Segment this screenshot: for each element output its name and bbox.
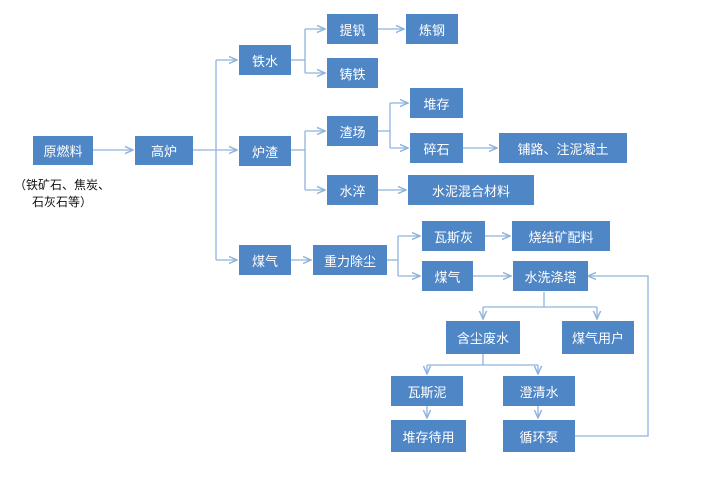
raw-fuel-note-line2: 石灰石等） [31,195,92,209]
node-raw-fuel: 原燃料 [33,136,93,165]
node-clarified-water: 澄清水 [503,376,575,406]
edge-pump-return [575,276,649,437]
node-dusty-wastewater: 含尘废水 [446,321,520,354]
raw-fuel-note-line1: （铁矿石、焦炭、 [13,178,110,192]
node-stored-for-use: 堆存待用 [391,420,466,452]
node-cast-iron: 铸铁 [327,58,378,88]
node-washing-tower: 水洗涤塔 [513,261,588,291]
node-furnace-slag: 炉渣 [239,136,291,166]
node-steelmaking: 炼钢 [406,14,458,44]
node-crushed-stone: 碎石 [410,133,463,163]
node-cement-material: 水泥混合材料 [408,175,534,205]
node-gas: 煤气 [239,245,291,275]
node-gas-2: 煤气 [422,261,473,291]
node-water-quench: 水淬 [327,175,378,205]
node-stockpile: 堆存 [410,88,463,118]
node-sinter-batching: 烧结矿配料 [512,221,610,251]
node-road-concrete: 铺路、注泥凝土 [499,133,627,163]
node-gas-sludge: 瓦斯泥 [391,376,463,406]
node-slag-yard: 渣场 [327,116,378,146]
node-circulation-pump: 循环泵 [503,420,575,452]
node-vanadium-extraction: 提钒 [327,14,378,44]
raw-fuel-note: （铁矿石、焦炭、 石灰石等） [8,177,116,211]
node-gas-users: 煤气用户 [562,321,634,354]
node-gravity-dedust: 重力除尘 [313,245,387,275]
node-blast-furnace: 高炉 [135,136,193,165]
node-gas-ash: 瓦斯灰 [422,221,485,251]
node-molten-iron: 铁水 [239,45,291,75]
